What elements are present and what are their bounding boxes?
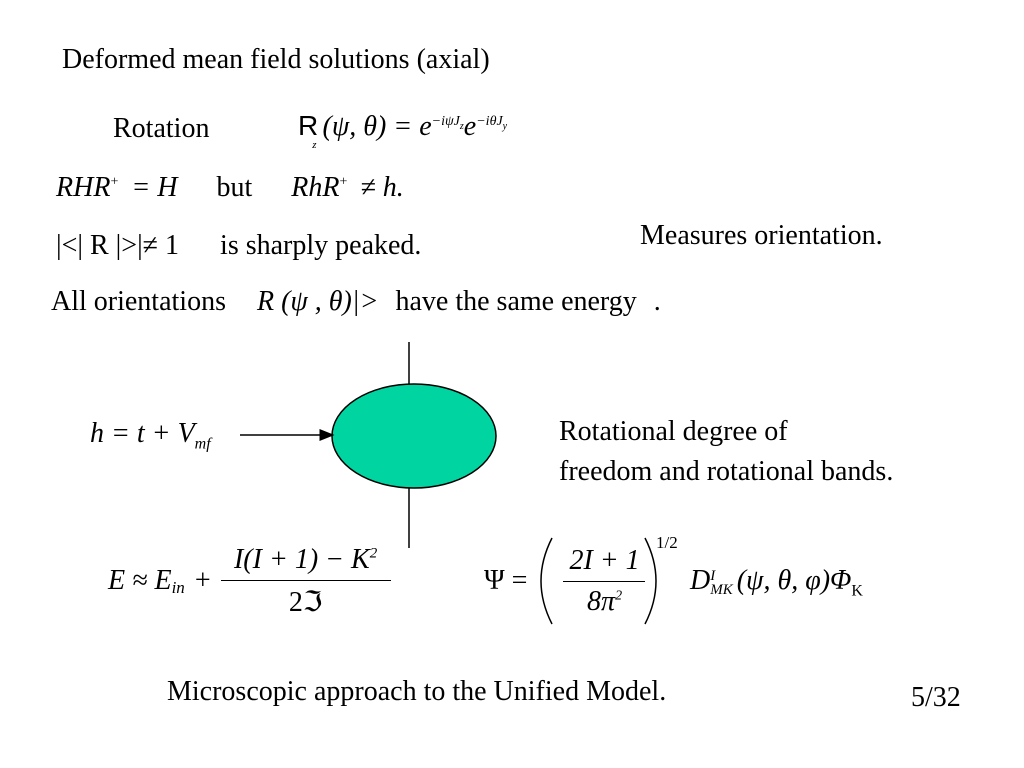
rotational-note: Rotational degree of freedom and rotatio… — [559, 416, 894, 487]
but-word: but — [216, 172, 253, 203]
overlap-line: |<| R |>|≠ 1 is sharply peaked. — [56, 230, 421, 262]
wavefunction-fraction: 2I + 1 8π2 — [563, 545, 646, 618]
measures-orientation: Measures orientation. — [640, 220, 883, 251]
rotation-formula: Rz(ψ, θ) = e−iψJze−iθJy — [298, 110, 508, 151]
rhr-lower-expression: RhR — [291, 172, 340, 203]
right-paren — [644, 537, 657, 625]
wavefunction-power: 1/2 — [656, 533, 678, 552]
slide-title: Deformed mean field solutions (axial) — [62, 44, 490, 75]
rhr-expression: RHR — [56, 172, 111, 203]
rotation-args: (ψ, θ) = e — [322, 111, 432, 142]
overlap-expression: |<| R |>|≠ 1 — [56, 230, 180, 261]
orientations-line: All orientations R (ψ , θ)|> have the sa… — [51, 286, 661, 317]
mean-field-hamiltonian: h = t + Vmf — [90, 418, 211, 453]
deformed-nucleus-ellipse — [331, 383, 497, 489]
page-number: 5/32 — [911, 682, 961, 713]
energy-fraction: I(I + 1) − K2 2ℑ — [220, 544, 391, 619]
commutation-line: RHR+ = H but RhR+ ≠ h. — [56, 172, 404, 203]
footer-caption: Microscopic approach to the Unified Mode… — [167, 676, 667, 707]
wavefunction-formula: Ψ = 2I + 1 8π2 — [484, 535, 646, 627]
overlap-text: is sharply peaked. — [220, 230, 422, 261]
left-paren — [540, 537, 553, 625]
rotation-operator: R — [298, 110, 319, 141]
rotation-label: Rotation — [113, 113, 210, 144]
orientation-state: R (ψ , θ)|> — [256, 286, 379, 317]
